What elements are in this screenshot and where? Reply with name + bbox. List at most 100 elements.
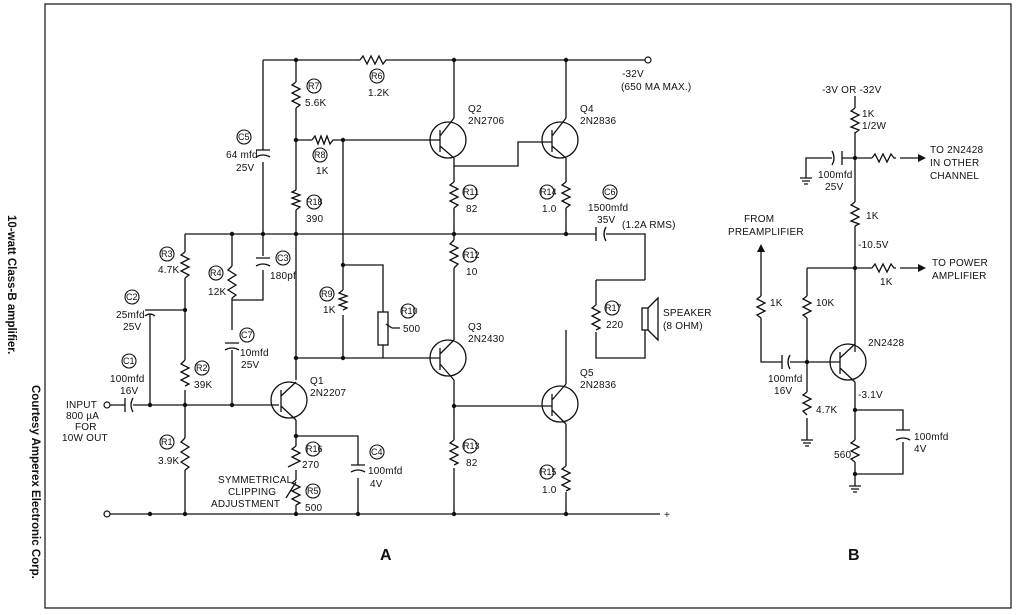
b-560: 560 bbox=[834, 450, 852, 461]
circuit-b-label: B bbox=[848, 547, 860, 564]
resistor-b-mid bbox=[849, 201, 861, 227]
transistor-q4 bbox=[541, 121, 579, 159]
resistor-r5-arrow bbox=[285, 481, 297, 499]
speaker-impedance: (8 OHM) bbox=[663, 321, 703, 332]
capacitor-c2 bbox=[144, 309, 158, 320]
capacitor-b-decoupling bbox=[831, 150, 843, 166]
resistor-b-10k bbox=[801, 295, 813, 319]
resistor-r7 bbox=[290, 81, 302, 109]
b-transistor: 2N2428 bbox=[868, 338, 904, 349]
resistor-r14 bbox=[560, 181, 572, 209]
clipping-line3: ADJUSTMENT bbox=[211, 499, 280, 510]
resistor-b-input bbox=[755, 295, 767, 319]
q3-part: 2N2430 bbox=[468, 334, 504, 345]
circuit-b-parts bbox=[755, 107, 911, 463]
b-10k: 10K bbox=[816, 298, 835, 309]
r9-value: 1K bbox=[323, 305, 336, 316]
r17-value: 220 bbox=[606, 320, 624, 331]
r2-value: 39K bbox=[194, 380, 213, 391]
resistor-r17 bbox=[590, 304, 602, 331]
output-current: (1.2A RMS) bbox=[622, 220, 676, 231]
resistor-r10 bbox=[377, 311, 389, 346]
r11-value: 82 bbox=[466, 204, 478, 215]
q1-ref: Q1 bbox=[310, 376, 324, 387]
r10-value: 500 bbox=[403, 324, 421, 335]
clipping-line2: CLIPPING bbox=[228, 487, 276, 498]
sheet-border bbox=[44, 3, 1012, 609]
circuit-b-wiring bbox=[757, 96, 926, 493]
b-supply: -3V OR -32V bbox=[822, 85, 882, 96]
b-cap-value: 100mfd bbox=[818, 170, 853, 181]
r6-value: 1.2K bbox=[368, 88, 390, 99]
r15-ref: R15 bbox=[540, 467, 557, 477]
circuit-a-capacitors bbox=[124, 149, 607, 473]
resistor-r11 bbox=[448, 181, 460, 209]
r9-ref: R9 bbox=[321, 289, 333, 299]
c3-ref: C3 bbox=[277, 253, 289, 263]
r17-ref: R17 bbox=[605, 303, 622, 313]
b-emit-cap-voltage: 4V bbox=[914, 444, 927, 455]
resistor-b-top bbox=[849, 107, 861, 134]
c6-ref: C6 bbox=[604, 187, 616, 197]
b-to-other-2: IN OTHER bbox=[930, 158, 979, 169]
b-node-voltage: -10.5V bbox=[858, 240, 889, 251]
c2-voltage: 25V bbox=[123, 322, 142, 333]
c4-voltage: 4V bbox=[370, 479, 383, 490]
resistor-r8 bbox=[311, 134, 336, 146]
c5-ref: C5 bbox=[238, 132, 250, 142]
b-47k: 4.7K bbox=[816, 405, 838, 416]
speaker-magnet bbox=[641, 307, 649, 331]
r1-value: 3.9K bbox=[158, 456, 180, 467]
circuit-a-labels: -32V (650 MA MAX.) R6 1.2K R7 5.6K R8 1K… bbox=[62, 69, 711, 564]
b-emit-cap-value: 100mfd bbox=[914, 432, 949, 443]
b-mid-r: 1K bbox=[866, 211, 879, 222]
b-in-cap-value: 100mfd bbox=[768, 374, 803, 385]
q5-ref: Q5 bbox=[580, 368, 594, 379]
c1-value: 100mfd bbox=[110, 374, 145, 385]
b-out-r: 1K bbox=[880, 277, 893, 288]
capacitor-c3 bbox=[255, 257, 271, 267]
circuit-a-transistors bbox=[270, 117, 659, 425]
b-in-cap-voltage: 16V bbox=[774, 386, 793, 397]
r16-value: 270 bbox=[302, 460, 320, 471]
r15-value: 1.0 bbox=[542, 485, 557, 496]
b-emitter-voltage: -3.1V bbox=[858, 390, 883, 401]
c7-ref: C7 bbox=[241, 330, 253, 340]
r14-value: 1.0 bbox=[542, 204, 557, 215]
input-label: INPUT bbox=[66, 400, 97, 411]
b-to-other-3: CHANNEL bbox=[930, 171, 979, 182]
r1-ref: R1 bbox=[161, 437, 173, 447]
b-to-power-2: AMPLIFIER bbox=[932, 271, 987, 282]
resistor-r4 bbox=[226, 265, 238, 299]
clipping-line1: SYMMETRICAL bbox=[218, 475, 293, 486]
resistor-b-560 bbox=[849, 439, 861, 463]
resistor-r16 bbox=[287, 445, 302, 468]
r10-ref: R10 bbox=[401, 306, 418, 316]
r5-ref: R5 bbox=[307, 486, 319, 496]
speaker-cone bbox=[647, 296, 659, 342]
resistor-r15 bbox=[560, 465, 572, 492]
b-top-r-value: 1K bbox=[862, 109, 875, 120]
r3-ref: R3 bbox=[161, 249, 173, 259]
resistor-r13 bbox=[448, 439, 460, 466]
c3-value: 180pf bbox=[270, 271, 296, 282]
r12-value: 10 bbox=[466, 267, 478, 278]
r14-ref: R14 bbox=[540, 187, 557, 197]
r7-ref: R7 bbox=[308, 81, 320, 91]
b-from-1: FROM bbox=[744, 214, 774, 225]
supply-limit: (650 MA MAX.) bbox=[621, 82, 691, 93]
resistor-r3 bbox=[179, 251, 191, 279]
c7-voltage: 25V bbox=[241, 360, 260, 371]
r12-ref: R12 bbox=[463, 250, 480, 260]
q1-part: 2N2207 bbox=[310, 388, 346, 399]
c6-voltage: 35V bbox=[597, 215, 616, 226]
b-to-other-1: TO 2N2428 bbox=[930, 145, 984, 156]
resistor-b-other bbox=[871, 152, 896, 164]
q2-part: 2N2706 bbox=[468, 116, 504, 127]
capacitor-c5 bbox=[255, 149, 271, 158]
r13-value: 82 bbox=[466, 458, 478, 469]
capacitor-b-emitter bbox=[895, 429, 911, 441]
r13-ref: R13 bbox=[463, 441, 480, 451]
c6-value: 1500mfd bbox=[588, 203, 628, 214]
